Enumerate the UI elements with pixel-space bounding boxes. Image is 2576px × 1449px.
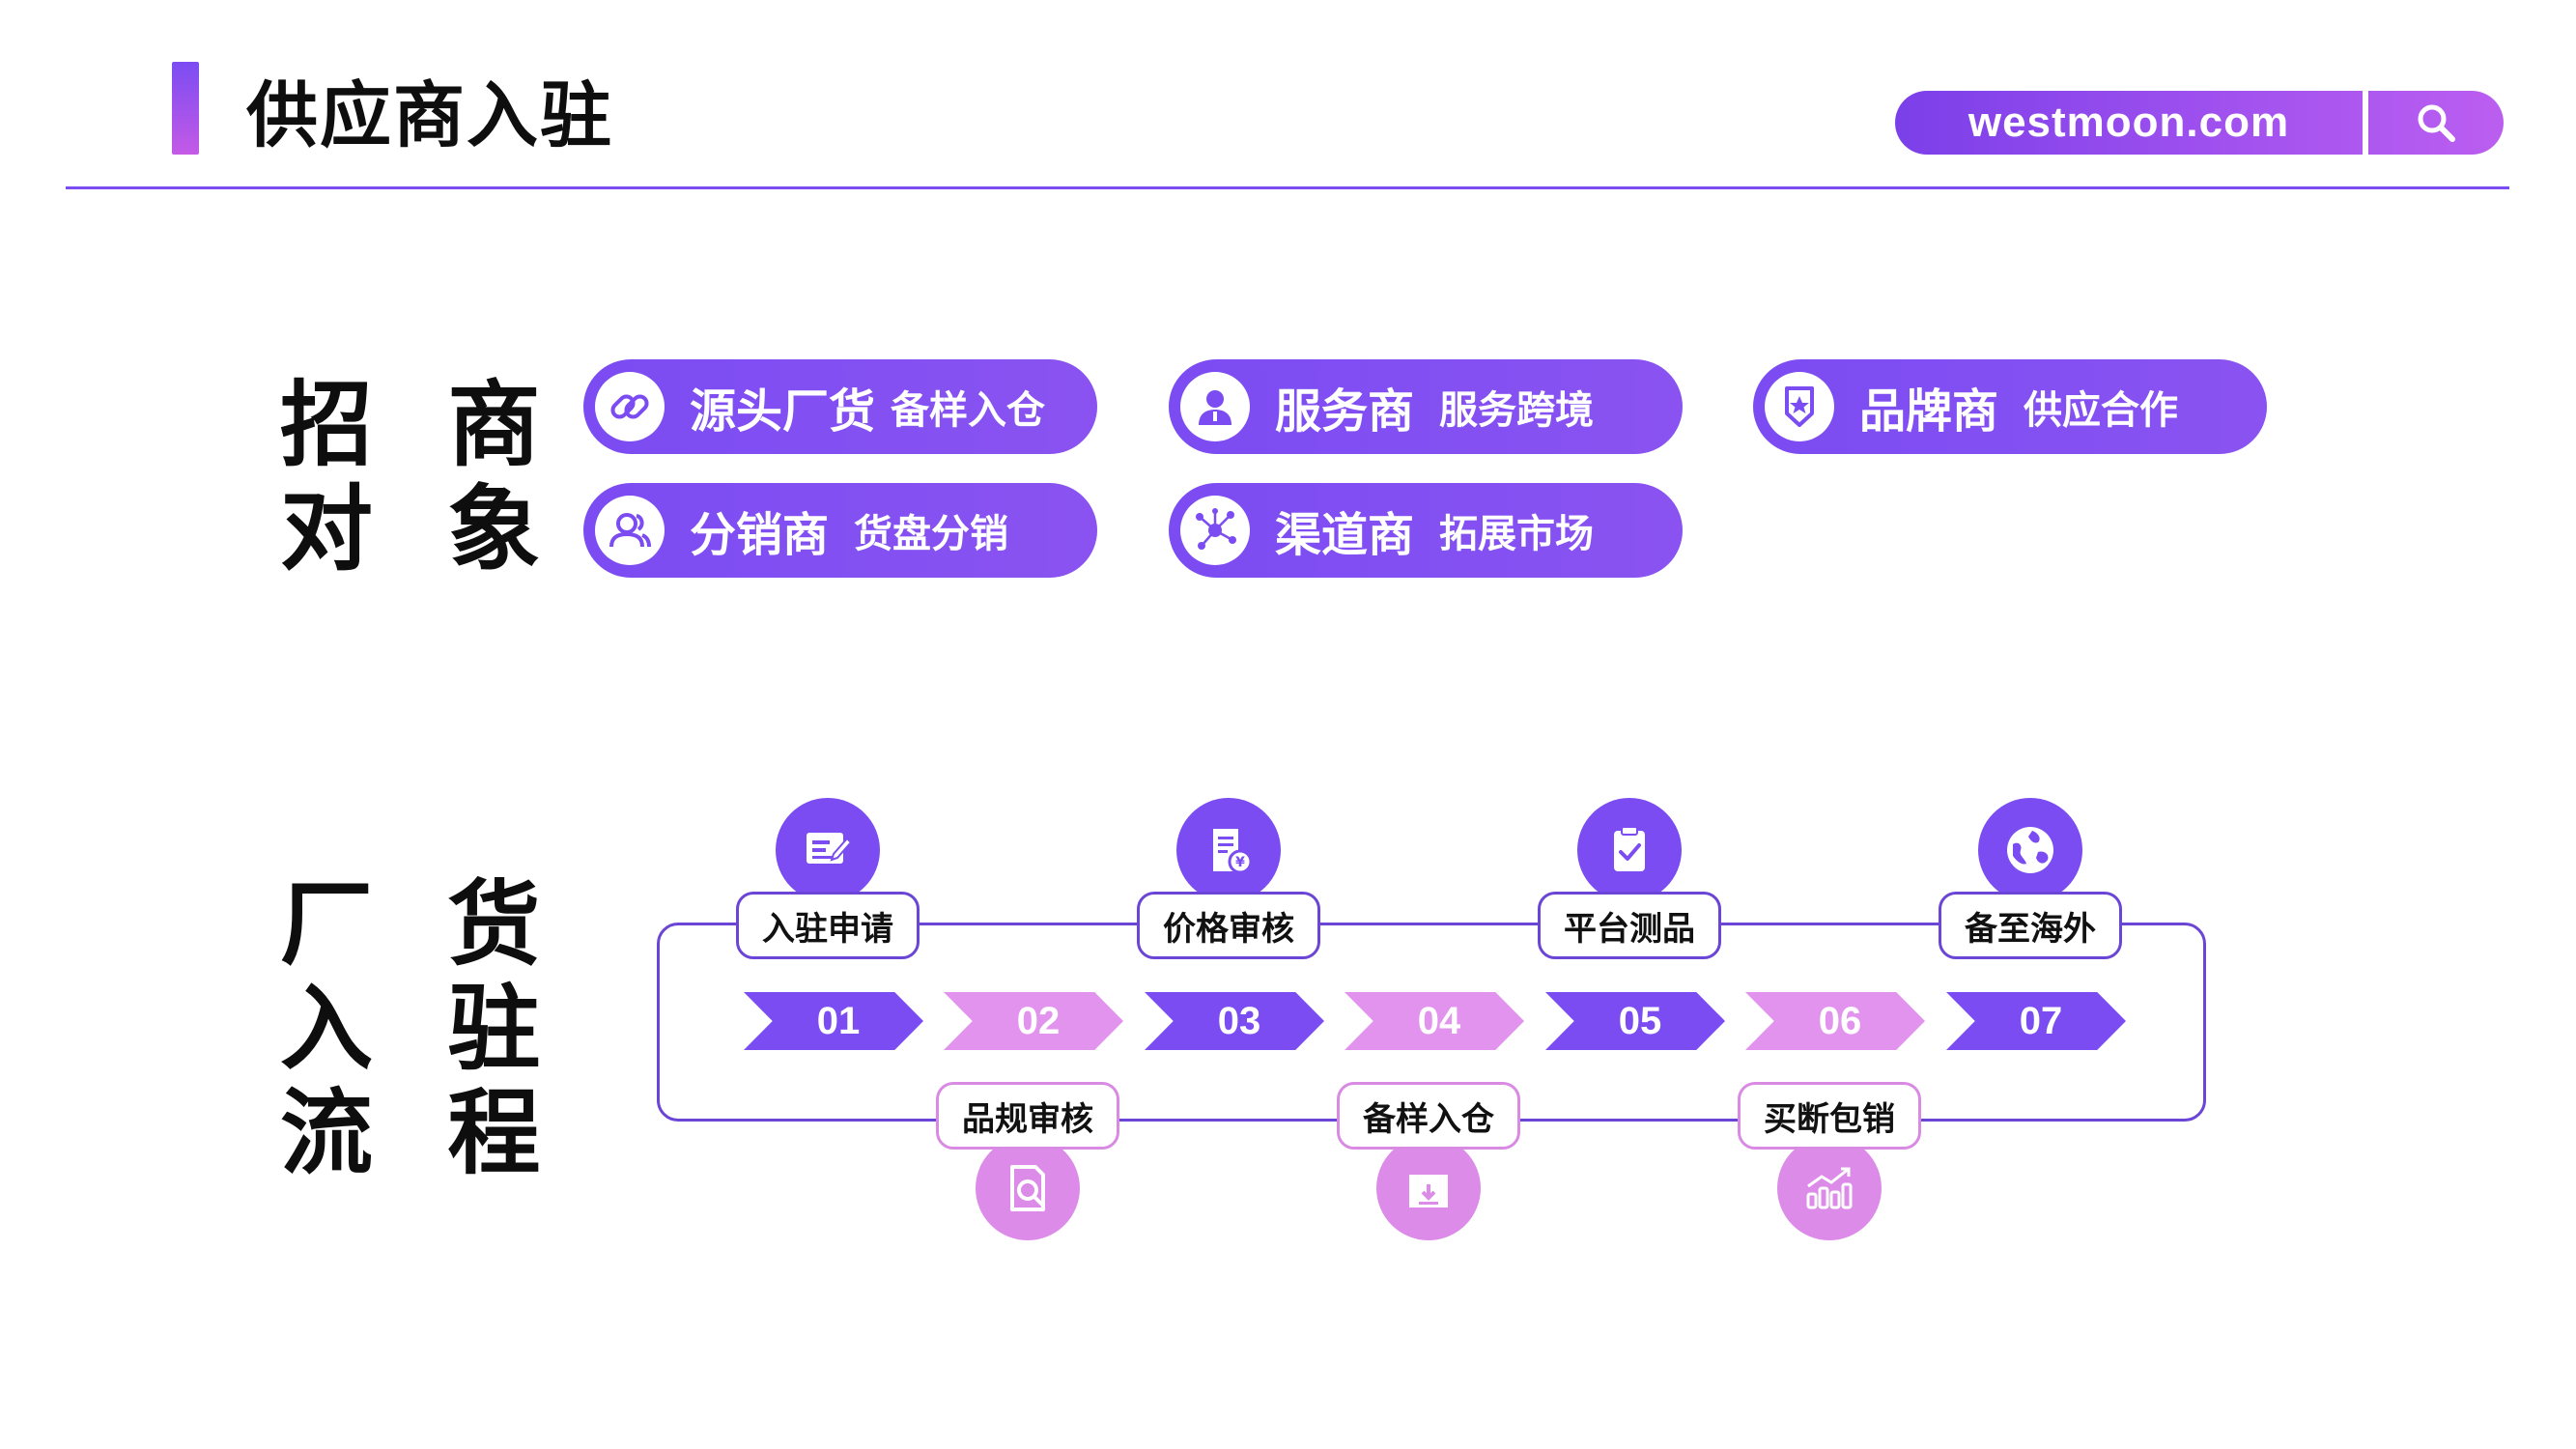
form-icon (776, 798, 880, 902)
users-icon (595, 496, 665, 565)
search-button[interactable] (2368, 91, 2504, 155)
growth-chart-icon (1777, 1136, 1882, 1240)
recruit-item-sub: 供应合作 (2024, 388, 2179, 433)
header-divider (66, 186, 2509, 189)
network-icon (1180, 496, 1250, 565)
search-divider (2363, 91, 2368, 155)
recruit-heading-line-2: 对 象 (280, 475, 562, 583)
step-number-02: 02 (944, 992, 1123, 1050)
step-number-01: 01 (744, 992, 923, 1050)
box-inbound-icon (1376, 1136, 1481, 1240)
process-heading: 厂 货 入 驻 流 程 (280, 870, 562, 1187)
process-heading-line-3: 流 程 (280, 1079, 562, 1187)
step-label-buyout: 买断包销 (1738, 1082, 1921, 1150)
step-number-03: 03 (1145, 992, 1324, 1050)
recruit-heading-line-1: 招 商 (280, 371, 562, 479)
search-bar[interactable]: westmoon.com (1895, 91, 2504, 155)
recruit-item-sub: 拓展市场 (1439, 512, 1595, 556)
step-label-apply: 入驻申请 (736, 892, 920, 959)
recruit-item-main: 品牌商 (1859, 384, 1999, 439)
person-icon (1180, 372, 1250, 441)
step-label-spec-review: 品规审核 (936, 1082, 1119, 1150)
step-number-04: 04 (1345, 992, 1524, 1050)
document-search-icon (976, 1136, 1080, 1240)
title-accent-bar (172, 62, 199, 155)
step-label-price-review: 价格审核 (1137, 892, 1320, 959)
process-heading-line-1: 厂 货 (280, 870, 562, 979)
recruit-item-channel[interactable]: 渠道商 拓展市场 (1169, 483, 1683, 578)
step-label-platform-test: 平台测品 (1538, 892, 1721, 959)
recruit-item-main: 源头厂货 (690, 384, 876, 439)
recruit-item-sub: 服务跨境 (1439, 388, 1595, 433)
step-number-06: 06 (1745, 992, 1925, 1050)
page-title: 供应商入驻 (246, 74, 613, 157)
recruit-item-brand[interactable]: 品牌商 供应合作 (1753, 359, 2267, 454)
recruit-item-service[interactable]: 服务商 服务跨境 (1169, 359, 1683, 454)
invoice-icon: ¥ (1176, 798, 1281, 902)
recruit-item-main: 服务商 (1275, 384, 1415, 439)
recruit-item-main: 渠道商 (1275, 508, 1415, 562)
search-icon[interactable] (2414, 100, 2458, 145)
step-label-sample-warehouse: 备样入仓 (1337, 1082, 1520, 1150)
clipboard-check-icon (1577, 798, 1682, 902)
step-number-07: 07 (1946, 992, 2126, 1050)
svg-text:¥: ¥ (1235, 855, 1245, 870)
search-text[interactable]: westmoon.com (1967, 99, 2290, 146)
step-label-overseas: 备至海外 (1939, 892, 2122, 959)
recruit-item-factory[interactable]: 源头厂货 备样入仓 (583, 359, 1097, 454)
link-icon (595, 372, 665, 441)
badge-star-icon (1765, 372, 1834, 441)
recruit-item-main: 分销商 (690, 508, 830, 562)
step-number-05: 05 (1545, 992, 1725, 1050)
recruit-item-distributor[interactable]: 分销商 货盘分销 (583, 483, 1097, 578)
recruit-item-sub: 备样入仓 (891, 388, 1046, 433)
recruit-heading: 招 商 对 象 (280, 371, 562, 583)
globe-icon (1978, 798, 2082, 902)
process-heading-line-2: 入 驻 (280, 975, 562, 1083)
recruit-item-sub: 货盘分销 (854, 512, 1009, 556)
